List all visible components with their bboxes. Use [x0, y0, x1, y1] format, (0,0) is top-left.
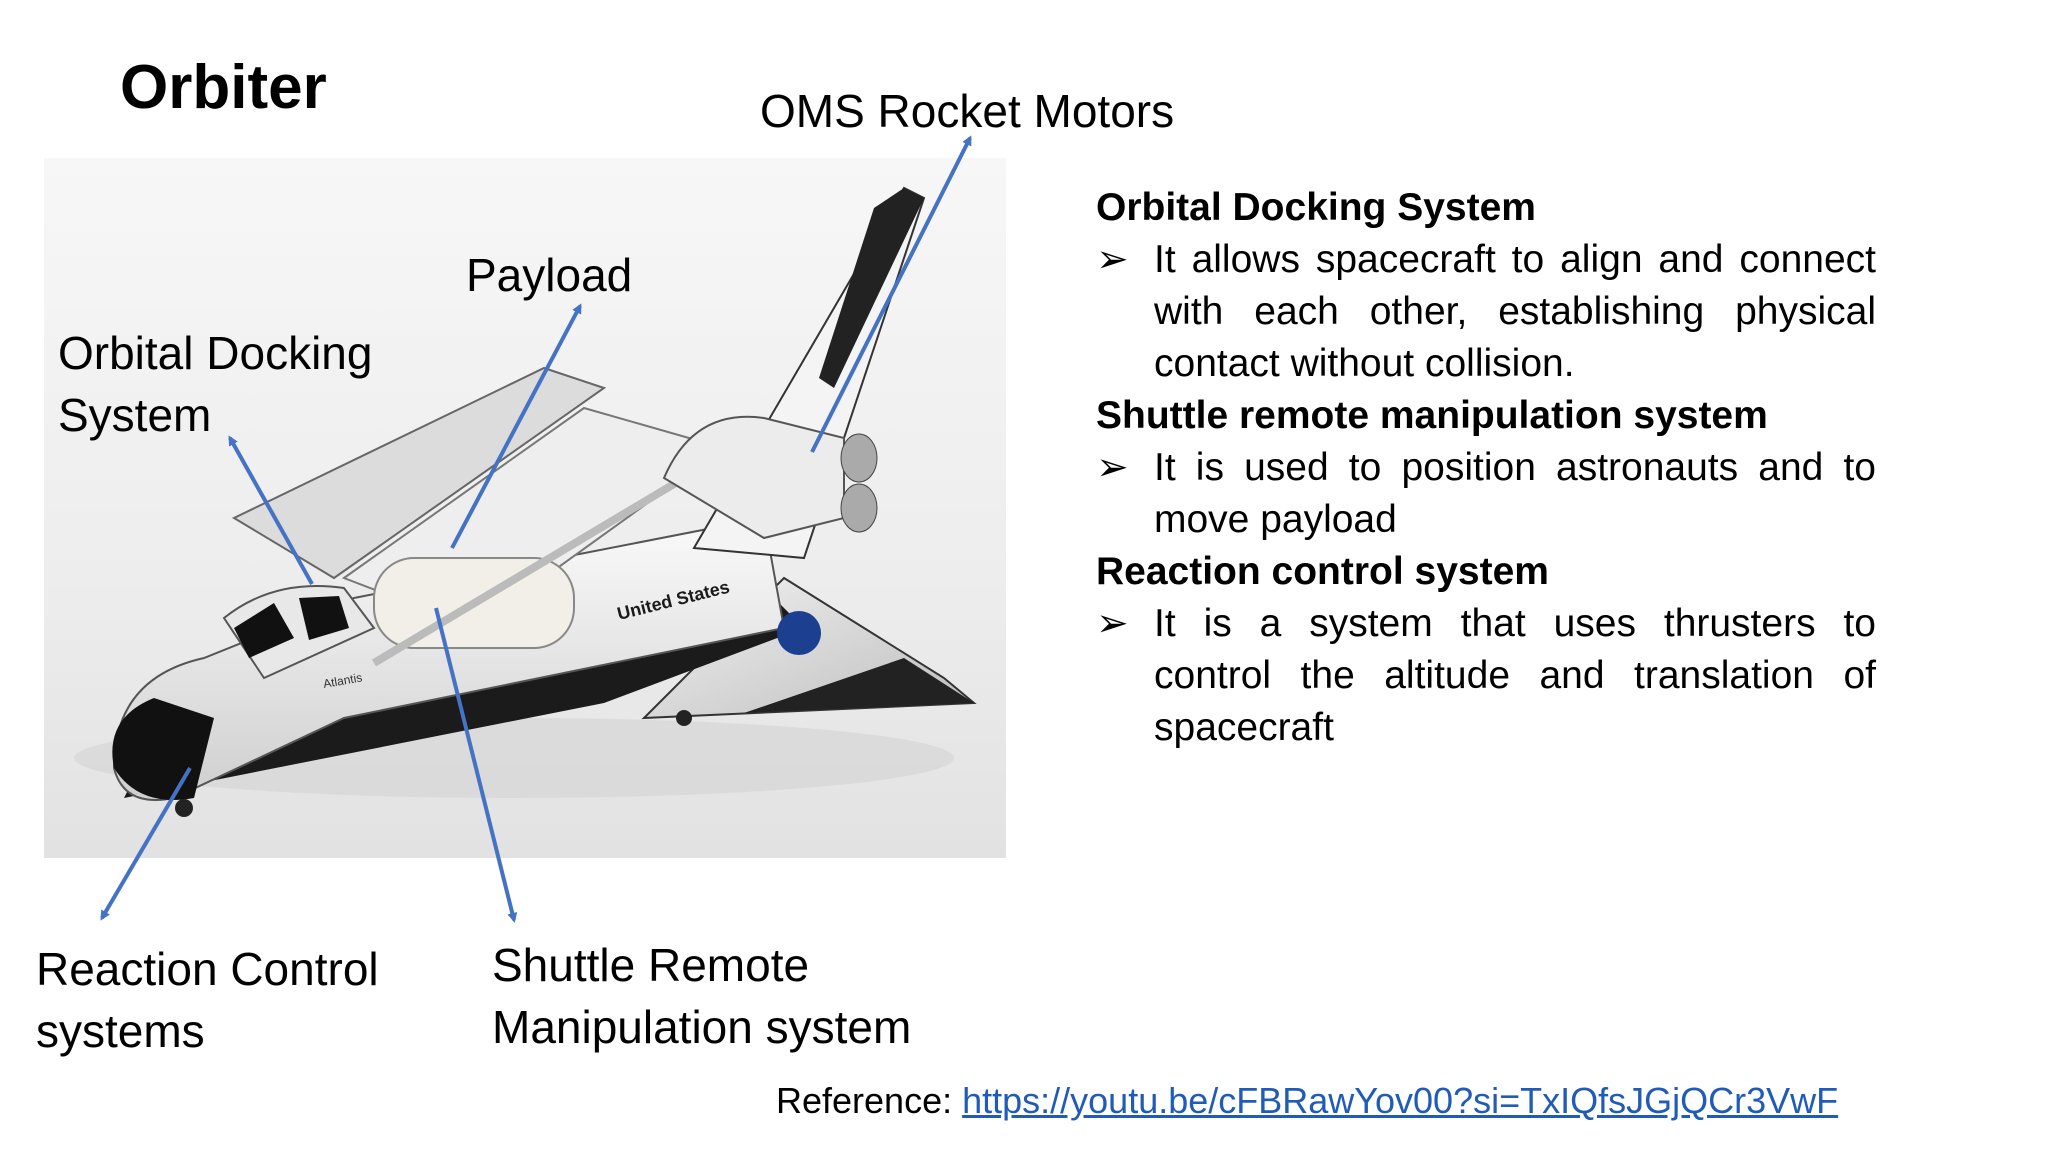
description-bullet: ➢ It is a system that uses thrusters to …: [1096, 598, 1876, 754]
label-srms: Shuttle Remote Manipulation system: [492, 934, 911, 1058]
description-text: It is a system that uses thrusters to co…: [1154, 602, 1876, 749]
description-bullet: ➢ It allows spacecraft to align and conn…: [1096, 234, 1876, 390]
description-text: It is used to position astronauts and to…: [1154, 446, 1876, 541]
atlantis-marking: Atlantis: [322, 670, 363, 691]
arrow-bullet-icon: ➢: [1096, 602, 1129, 645]
description-bullet: ➢ It is used to position astronauts and …: [1096, 442, 1876, 546]
label-reaction-control-line1: Reaction Control: [36, 943, 379, 995]
label-payload: Payload: [466, 249, 633, 301]
label-srms-line2: Manipulation system: [492, 1001, 912, 1053]
reference-link[interactable]: https://youtu.be/cFBRawYov00?si=TxIQfsJG…: [962, 1080, 1839, 1121]
label-reaction-control: Reaction Control systems: [36, 938, 379, 1062]
label-orbital-docking: Orbital Docking System: [58, 322, 372, 446]
description-srms: Shuttle remote manipulation system ➢ It …: [1096, 390, 1876, 546]
arrow-bullet-icon: ➢: [1096, 446, 1129, 489]
description-text: It allows spacecraft to align and connec…: [1154, 238, 1876, 385]
label-orbital-docking-line1: Orbital Docking: [58, 327, 373, 379]
arrow-bullet-icon: ➢: [1096, 238, 1129, 281]
slide-title: Orbiter: [120, 53, 327, 122]
label-oms-rocket-motors: OMS Rocket Motors: [760, 85, 1175, 137]
label-srms-line1: Shuttle Remote: [492, 939, 810, 991]
description-heading: Reaction control system: [1096, 550, 1549, 593]
description-rcs: Reaction control system ➢ It is a system…: [1096, 546, 1876, 754]
reference-label: Reference:: [776, 1080, 963, 1121]
label-reaction-control-line2: systems: [36, 1005, 205, 1057]
reference: Reference: https://youtu.be/cFBRawYov00?…: [776, 1080, 1838, 1122]
nasa-logo-icon: [777, 611, 821, 655]
description-heading: Orbital Docking System: [1096, 186, 1536, 229]
description-panel: Orbital Docking System ➢ It allows space…: [1096, 182, 1876, 754]
description-heading: Shuttle remote manipulation system: [1096, 394, 1768, 437]
description-docking: Orbital Docking System ➢ It allows space…: [1096, 182, 1876, 390]
label-orbital-docking-line2: System: [58, 389, 212, 441]
